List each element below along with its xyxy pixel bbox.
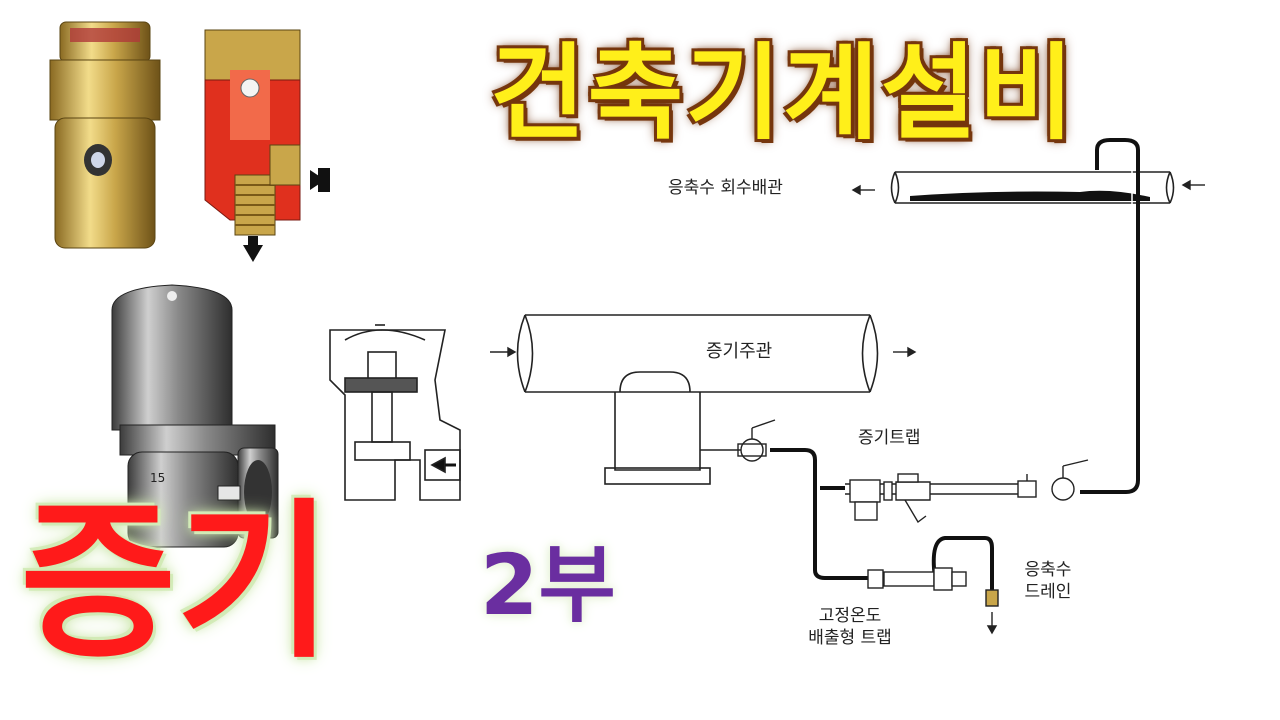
trap-cross-section [329, 324, 461, 501]
cutaway-trap-photo [204, 29, 330, 262]
label-condensate-drain-2: 드레인 [1024, 582, 1072, 602]
branch-line [770, 448, 994, 605]
condensate-return-pipe [890, 171, 1175, 204]
label-steam-trap: 증기트랩 [858, 428, 921, 448]
steam-trap-unit [849, 473, 931, 524]
part-title: 2부 [480, 536, 616, 634]
union-fitting [1017, 474, 1037, 498]
brass-trap-photo [49, 21, 161, 249]
label-steam-main: 증기주관 [706, 341, 773, 362]
label-condensate-return: 응축수 회수배관 [668, 178, 783, 198]
flow-arrows-main [490, 346, 917, 358]
gate-valve-1 [737, 419, 776, 462]
fixed-temp-trap [867, 567, 967, 591]
label-fixed-temp-trap-2: 배출형 트랩 [808, 628, 892, 648]
condensate-drain [985, 589, 999, 635]
condensate-film [910, 190, 1150, 201]
gate-valve-2 [1051, 459, 1089, 501]
trap-body-mark: 15 [150, 471, 165, 485]
steel-trap-photo: 15 [111, 284, 279, 548]
riser-outer [1080, 138, 1140, 494]
flow-arrows-return [851, 179, 1205, 196]
main-title: 건축기계설비 [490, 32, 1077, 154]
label-condensate-drain-1: 응축수 [1024, 560, 1072, 580]
steam-main-pipe [516, 314, 879, 485]
label-fixed-temp-trap-1: 고정온도 [818, 606, 882, 626]
steam-title: 증기 [20, 484, 333, 682]
